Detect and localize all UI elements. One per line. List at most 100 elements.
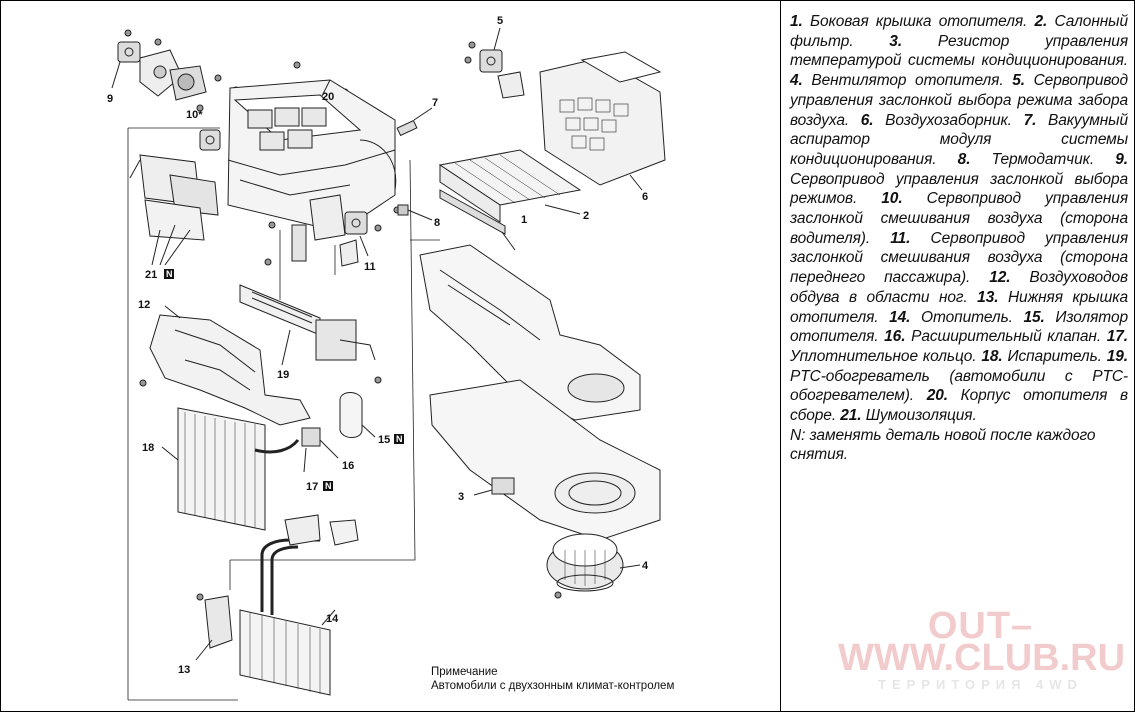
legend-item: 20. Корпус отопителя в сборе.: [790, 387, 1128, 424]
legend-item: 10. Сервопривод управления заслонкой сме…: [790, 190, 1128, 246]
legend-item-number: 7.: [1023, 111, 1037, 129]
callout-4: 4: [642, 560, 649, 572]
legend-item: 6. Воздухозаборник.: [861, 112, 1024, 129]
legend-item: 7. Вакуумный аспиратор модуля системы ко…: [790, 112, 1128, 168]
mode-lever-plate: [139, 49, 207, 101]
heater-case-part-20: [227, 79, 397, 233]
legend-item: 5. Сервопривод управления заслонкой выбо…: [790, 72, 1128, 128]
diagram-note: Примечание Автомобили с двухзонным клима…: [431, 665, 674, 693]
callout-10: 10*: [186, 109, 203, 121]
legend-item-text: Уплотнительное кольцо.: [790, 347, 982, 365]
legend-item-text: Шумоизоляция.: [861, 407, 977, 425]
legend-item: 16. Расширительный клапан.: [884, 328, 1107, 345]
assembly-lines: [127, 127, 440, 701]
legend-item: 11. Сервопривод управления заслонкой сме…: [790, 230, 1128, 286]
legend-item-number: 8.: [957, 150, 971, 168]
callout-6: 6: [642, 191, 648, 203]
callout-1: 1: [521, 214, 527, 226]
legend-item-text: Салонный фильтр.: [790, 13, 1128, 50]
thermistor-part-8: [397, 204, 433, 221]
callout-15: 15: [378, 434, 390, 446]
legend-item-number: 21.: [840, 407, 862, 425]
legend-item-text: Отопитель.: [910, 308, 1024, 326]
servo-motor-part-9: [111, 41, 141, 89]
legend-item-text: Нижняя крышка отопителя.: [790, 288, 1128, 326]
lower-cover-part-13: [195, 595, 233, 661]
legend-item-text: Боковая крышка отопителя.: [802, 13, 1035, 30]
watermark-line-3: ТЕРРИТОРИЯ 4WD: [878, 677, 1083, 692]
column-divider: [780, 0, 781, 712]
legend-item-number: 12.: [989, 269, 1011, 287]
n-badge-15: N: [394, 434, 404, 444]
legend-item-number: 2.: [1034, 13, 1048, 30]
legend-item-number: 9.: [1115, 150, 1128, 168]
legend-item: 21. Шумоизоляция.: [840, 407, 977, 425]
watermark-line-1: OUT–: [927, 605, 1034, 647]
legend-item: 4. Вентилятор отопителя.: [790, 72, 1012, 89]
legend-item-text: Воздухозаборник.: [873, 111, 1024, 129]
legend-item-number: 5.: [1012, 72, 1025, 90]
insulator-part-15: [339, 392, 376, 438]
parts-legend: 1. Боковая крышка отопителя. 2. Салонный…: [790, 12, 1128, 465]
legend-item-number: 11.: [890, 229, 911, 247]
callout-18: 18: [142, 442, 154, 454]
legend-item: 12. Воздуховодов обдува в области ног.: [790, 269, 1128, 306]
vacuum-aspirator-part-7: [396, 107, 433, 137]
legend-item: 19. PTC-обогреватель (автомобили с PTC-о…: [790, 348, 1128, 404]
legend-item: 13. Нижняя крышка отопителя.: [790, 289, 1128, 326]
callout-2: 2: [583, 210, 589, 222]
legend-item-number: 14.: [889, 308, 911, 326]
legend-item-number: 1.: [790, 13, 803, 30]
legend-item-number: 15.: [1023, 308, 1045, 326]
legend-item-number: 16.: [884, 328, 906, 346]
legend-item-number: 4.: [790, 72, 803, 90]
n-badge-21: N: [164, 269, 174, 279]
legend-item: 14. Отопитель.: [889, 309, 1023, 326]
callout-9: 9: [107, 93, 113, 105]
callout-labels: 1 2 3 4 5 6 7 8 9 10* 11 12 13 14 15 16 …: [107, 15, 649, 676]
heater-housing-lower: [419, 244, 641, 421]
screws: [124, 29, 562, 601]
legend-item: 9. Сервопривод управления заслонкой выбо…: [790, 151, 1128, 207]
legend-item-text: PTC-обогреватель (автомобили с PTC-обогр…: [790, 367, 1128, 405]
legend-item-number: 13.: [977, 288, 999, 306]
legend-item-text: Вакуумный аспиратор модуля системы конди…: [790, 111, 1129, 168]
legend-footnote: N: заменять деталь новой после каждого с…: [790, 426, 1096, 464]
servo-motor-part-10: [199, 129, 221, 151]
callout-3: 3: [458, 491, 464, 503]
legend-item-text: Резистор управления температурой системы…: [790, 32, 1128, 70]
legend-item-number: 17.: [1106, 328, 1128, 346]
case-bracket: [291, 194, 346, 262]
foot-duct-part-12: [149, 305, 311, 426]
servo-motor-part-5: [479, 27, 525, 99]
callout-20: 20: [322, 91, 334, 103]
exploded-diagram: 1 2 3 4 5 6 7 8 9 10* 11 12 13 14 15 16 …: [107, 15, 666, 701]
callout-8: 8: [434, 217, 440, 229]
n-badge-17: N: [323, 481, 333, 491]
legend-item-text: Сервопривод управления заслонкой смешива…: [790, 190, 1128, 247]
callout-7: 7: [432, 97, 438, 109]
callout-13: 13: [178, 664, 190, 676]
callout-5: 5: [497, 15, 503, 27]
legend-item-text: Расширительный клапан.: [905, 328, 1107, 346]
evaporator-part-18: [161, 407, 300, 531]
legend-item-text: Корпус отопителя в сборе.: [790, 387, 1128, 425]
legend-item-text: Сервопривод управления заслонкой выбора …: [790, 170, 1128, 208]
legend-item: 17. Уплотнительное кольцо.: [790, 328, 1128, 365]
insulation-part-21: [129, 154, 219, 266]
heater-core-part-14: [239, 514, 359, 696]
legend-item-text: Сервопривод управления заслонкой выбора …: [790, 72, 1128, 129]
legend-item-text: Сервопривод управления заслонкой смешива…: [790, 229, 1128, 287]
legend-item-text: Термодатчик.: [970, 150, 1116, 168]
side-cover-part-1: [439, 189, 516, 251]
legend-item: 1. Боковая крышка отопителя.: [790, 13, 1035, 30]
watermark-logo: OUT– WWW.CLUB.RU ТЕРРИТОРИЯ 4WD: [838, 605, 1126, 692]
callout-11: 11: [364, 261, 376, 273]
blower-case: [429, 379, 661, 541]
svg-text:N: N: [325, 481, 332, 491]
watermark-line-2: WWW.CLUB.RU: [838, 637, 1126, 679]
legend-item: 8. Термодатчик.: [958, 151, 1116, 168]
legend-item-text: Изолятор отопителя.: [790, 308, 1128, 346]
legend-item-text: Испаритель.: [1002, 347, 1107, 365]
svg-text:N: N: [166, 269, 173, 279]
